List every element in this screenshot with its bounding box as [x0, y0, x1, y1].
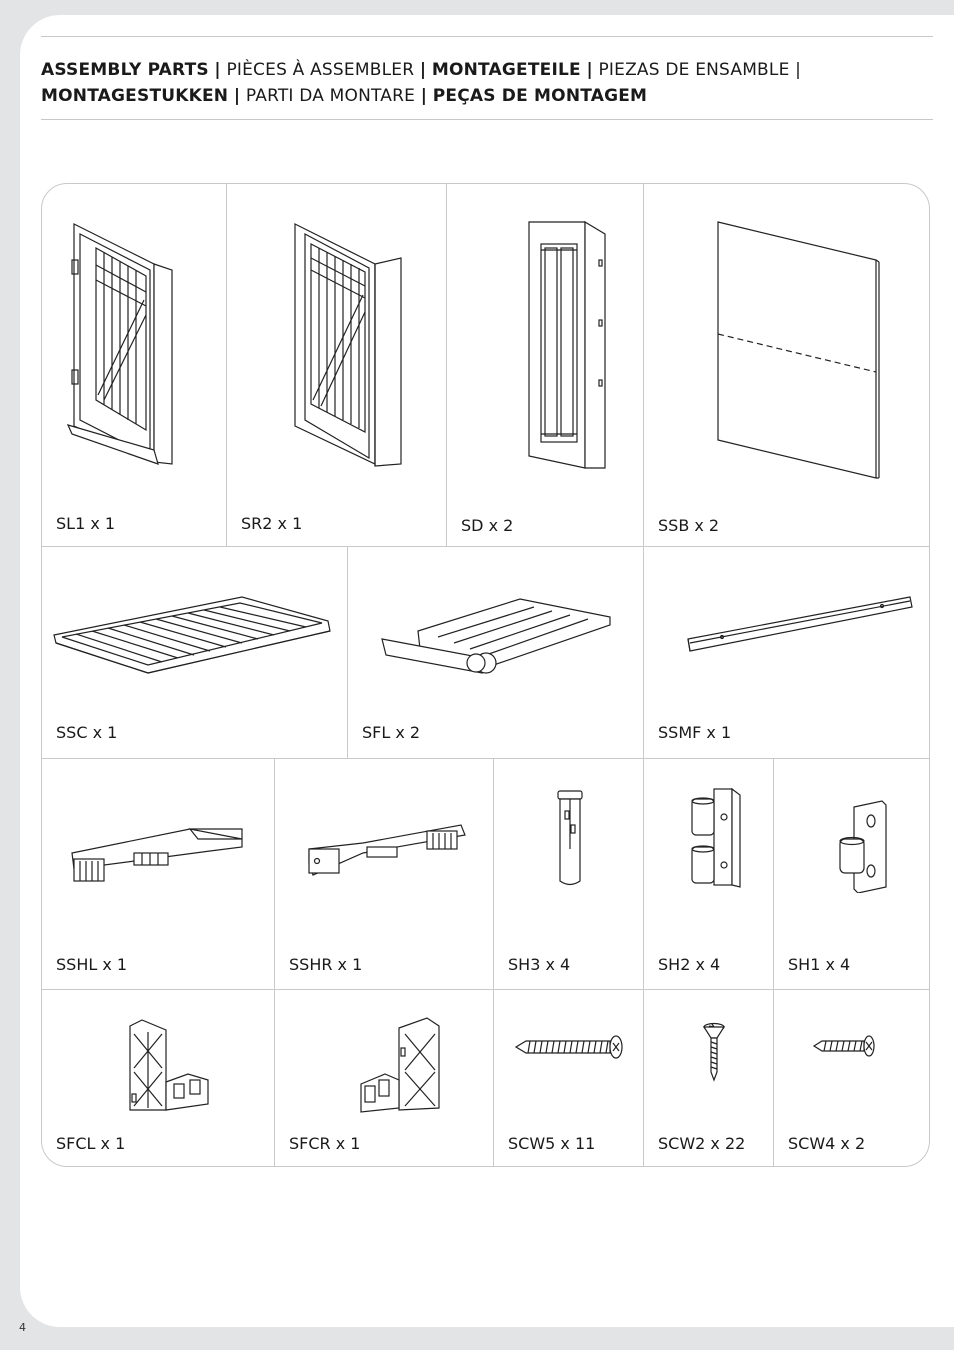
metal-frame-bar-illustration [686, 595, 914, 657]
part-label: SCW2 x 22 [658, 1134, 746, 1153]
part-cell-scw2: SCW2 x 22 [644, 990, 774, 1166]
screw-long-illustration [514, 1034, 624, 1060]
part-label: SSHR x 1 [289, 955, 363, 974]
part-label: SL1 x 1 [56, 514, 116, 533]
page-number: 4 [19, 1321, 26, 1334]
part-label: SFCR x 1 [289, 1134, 361, 1153]
part-cell-sfcl: SFCL x 1 [42, 990, 275, 1166]
part-cell-sh3: SH3 x 4 [494, 759, 644, 990]
screw-short-illustration [812, 1034, 876, 1058]
part-label: SH3 x 4 [508, 955, 571, 974]
part-cell-ssmf: SSMF x 1 [644, 547, 929, 759]
part-label: SSHL x 1 [56, 955, 128, 974]
part-label: SSB x 2 [658, 516, 720, 535]
part-cell-sd: SD x 2 [447, 184, 644, 547]
part-cell-sh1: SH1 x 4 [774, 759, 929, 990]
page-title: ASSEMBLY PARTS | PIÈCES À ASSEMBLER | MO… [41, 60, 802, 106]
part-label: SFCL x 1 [56, 1134, 126, 1153]
parts-grid: SL1 x 1 SR2 x 1 [41, 183, 930, 1167]
part-label: SSMF x 1 [658, 723, 732, 742]
screw-countersunk-illustration [702, 1022, 726, 1082]
roof-panel-illustration [52, 595, 332, 675]
header-rule [41, 119, 933, 120]
hinge-single-illustration [836, 799, 890, 893]
part-label: SD x 2 [461, 516, 514, 535]
part-cell-sfl: SFL x 2 [348, 547, 644, 759]
part-cell-ssc: SSC x 1 [42, 547, 348, 759]
shelf-hook-right-illustration [305, 823, 469, 881]
top-rule [41, 36, 933, 37]
side-panel-left-illustration [66, 220, 176, 465]
floor-connector-left-illustration [126, 1018, 212, 1114]
part-label: SH1 x 4 [788, 955, 851, 974]
back-board-illustration [714, 220, 882, 480]
wall-anchor-illustration [556, 789, 584, 889]
part-label: SH2 x 4 [658, 955, 721, 974]
part-cell-sr2: SR2 x 1 [227, 184, 447, 547]
part-label: SFL x 2 [362, 723, 421, 742]
floor-connector-right-illustration [357, 1016, 443, 1114]
door-panel-illustration [525, 220, 607, 470]
part-label: SSC x 1 [56, 723, 118, 742]
part-label: SCW4 x 2 [788, 1134, 866, 1153]
side-panel-right-illustration [289, 220, 407, 468]
part-cell-scw5: SCW5 x 11 [494, 990, 644, 1166]
page-sheet: ASSEMBLY PARTS | PIÈCES À ASSEMBLER | MO… [20, 15, 954, 1327]
part-cell-scw4: SCW4 x 2 [774, 990, 929, 1166]
part-cell-sshr: SSHR x 1 [275, 759, 494, 990]
part-cell-ssb: SSB x 2 [644, 184, 929, 547]
part-label: SR2 x 1 [241, 514, 303, 533]
part-cell-sl1: SL1 x 1 [42, 184, 227, 547]
part-label: SCW5 x 11 [508, 1134, 596, 1153]
part-cell-sshl: SSHL x 1 [42, 759, 275, 990]
hinge-double-illustration [688, 787, 744, 891]
shelf-hook-left-illustration [70, 825, 246, 885]
floor-panel-illustration [378, 597, 614, 679]
part-cell-sfcr: SFCR x 1 [275, 990, 494, 1166]
part-cell-sh2: SH2 x 4 [644, 759, 774, 990]
